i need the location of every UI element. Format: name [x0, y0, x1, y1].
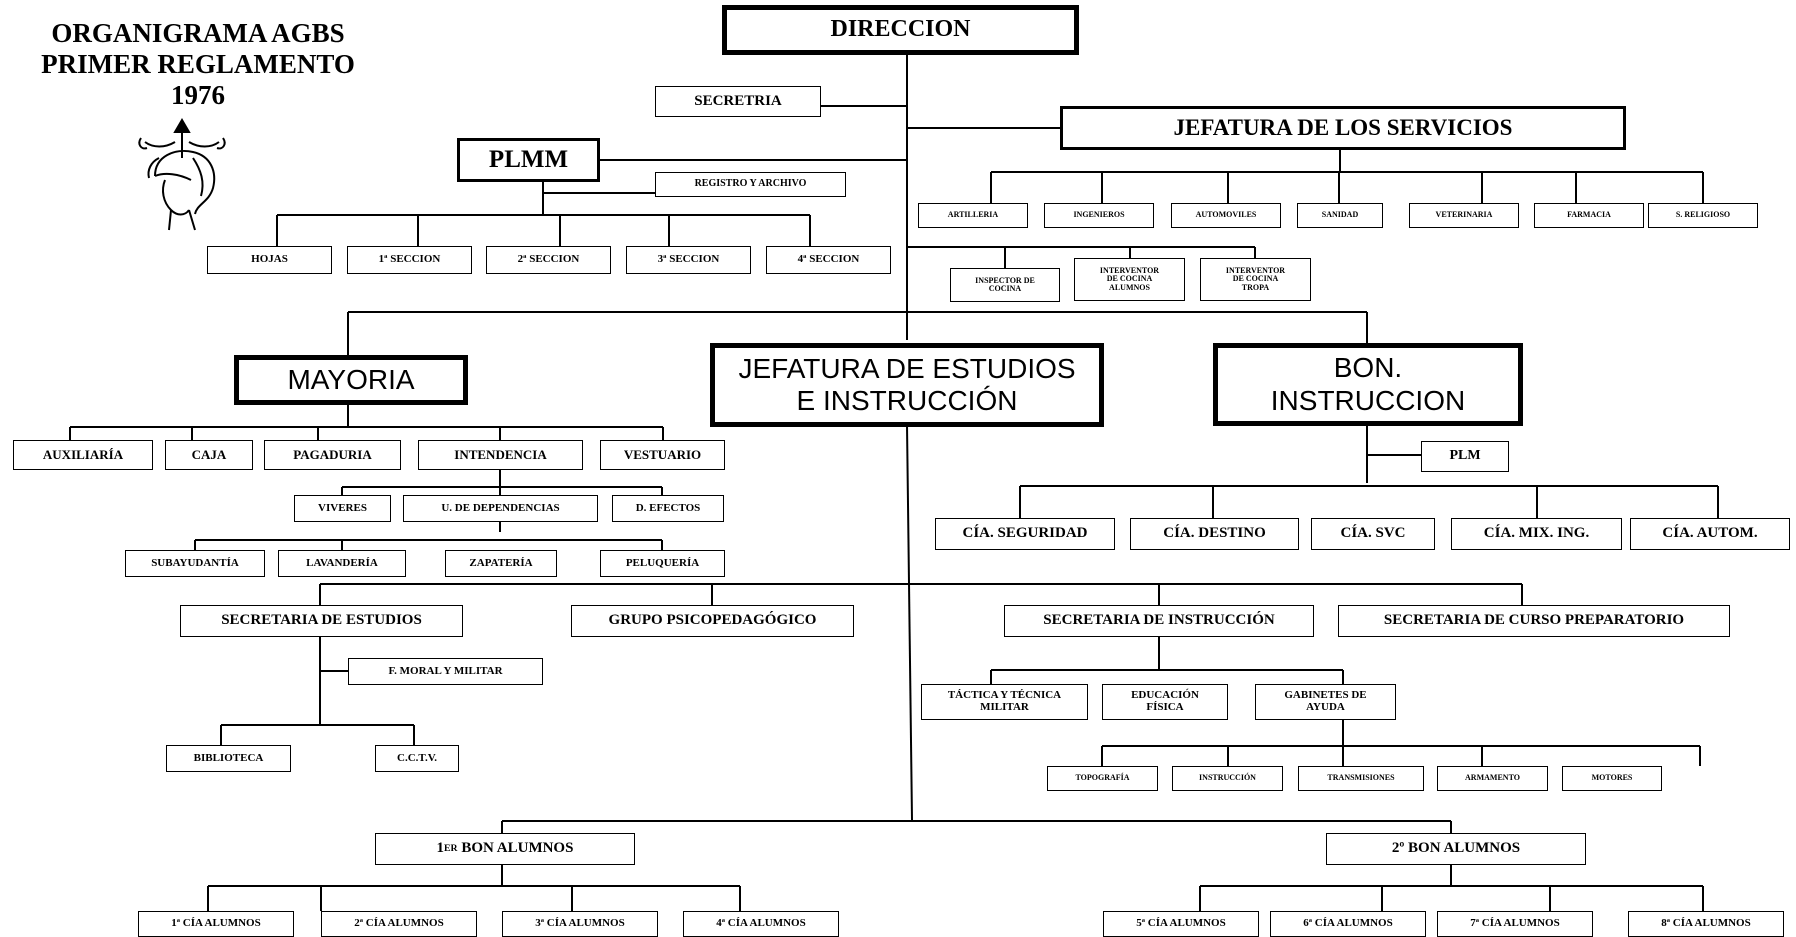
- mayoria-box: MAYORIA: [234, 355, 468, 405]
- vestuario-box: VESTUARIO: [600, 440, 725, 470]
- title-line-2: PRIMER REGLAMENTO: [41, 49, 355, 79]
- subayudantia-box: SUBAYUDANTÍA: [125, 550, 265, 577]
- seccion-4-box: 4ª SECCION: [766, 246, 891, 274]
- pagaduria-box: PAGADURIA: [264, 440, 401, 470]
- bon1-sup: ER: [444, 842, 458, 854]
- cia-alumnos-7-box: 7ª CÍA ALUMNOS: [1437, 911, 1593, 937]
- seccion-1-box: 1ª SECCION: [347, 246, 472, 274]
- cia-alumnos-4-box: 4ª CÍA ALUMNOS: [683, 911, 839, 937]
- cia-mix-ing-box: CÍA. MIX. ING.: [1451, 518, 1622, 550]
- bon1-num: 1: [436, 840, 445, 857]
- cctv-box: C.C.T.V.: [375, 745, 459, 772]
- cia-alumnos-1-box: 1ª CÍA ALUMNOS: [138, 911, 294, 937]
- cia-alumnos-5-box: 5ª CÍA ALUMNOS: [1103, 911, 1259, 937]
- seccion-2-box: 2ª SECCION: [486, 246, 611, 274]
- topografia-box: TOPOGRAFÍA: [1047, 766, 1158, 791]
- u-dependencias-box: U. DE DEPENDENCIAS: [403, 495, 598, 522]
- transmisiones-box: TRANSMISIONES: [1298, 766, 1424, 791]
- peluqueria-box: PELUQUERÍA: [600, 550, 725, 577]
- inspector-cocina-box: INSPECTOR DE COCINA: [950, 268, 1060, 302]
- cia-alumnos-3-box: 3ª CÍA ALUMNOS: [502, 911, 658, 937]
- cia-destino-box: CÍA. DESTINO: [1130, 518, 1299, 550]
- cia-alumnos-8-box: 8ª CÍA ALUMNOS: [1628, 911, 1784, 937]
- viveres-box: VIVERES: [294, 495, 391, 522]
- f-moral-militar-box: F. MORAL Y MILITAR: [348, 658, 543, 685]
- seccion-3-box: 3ª SECCION: [626, 246, 751, 274]
- plm-box: PLM: [1421, 441, 1509, 472]
- automoviles-box: AUTOMOVILES: [1171, 203, 1281, 228]
- title-line-3: 1976: [171, 80, 225, 110]
- zapateria-box: ZAPATERÍA: [445, 550, 557, 577]
- secretria-box: SECRETRIA: [655, 86, 821, 117]
- cia-seguridad-box: CÍA. SEGURIDAD: [935, 518, 1115, 550]
- bon-alumnos-2-box: 2º BON ALUMNOS: [1326, 833, 1586, 865]
- artilleria-box: ARTILLERIA: [918, 203, 1028, 228]
- ingenieros-box: INGENIEROS: [1044, 203, 1154, 228]
- intendencia-box: INTENDENCIA: [418, 440, 583, 470]
- plmm-box: PLMM: [457, 138, 600, 182]
- tactica-tecnica-militar-box: TÁCTICA Y TÉCNICA MILITAR: [921, 684, 1088, 720]
- secretaria-curso-preparatorio-box: SECRETARIA DE CURSO PREPARATORIO: [1338, 605, 1730, 637]
- cia-svc-box: CÍA. SVC: [1311, 518, 1435, 550]
- registro-archivo-box: REGISTRO Y ARCHIVO: [655, 172, 846, 197]
- bon-instruccion-box: BON. INSTRUCCION: [1213, 343, 1523, 426]
- interventor-cocina-alumnos-box: INTERVENTOR DE COCINA ALUMNOS: [1074, 258, 1185, 301]
- instruccion-box: INSTRUCCIÓN: [1172, 766, 1283, 791]
- chart-title: ORGANIGRAMA AGBS PRIMER REGLAMENTO 1976: [0, 18, 408, 111]
- biblioteca-box: BIBLIOTECA: [166, 745, 291, 772]
- cia-alumnos-2-box: 2ª CÍA ALUMNOS: [321, 911, 477, 937]
- jefatura-estudios-box: JEFATURA DE ESTUDIOS E INSTRUCCIÓN: [710, 343, 1104, 427]
- cia-alumnos-6-box: 6ª CÍA ALUMNOS: [1270, 911, 1426, 937]
- secretaria-estudios-box: SECRETARIA DE ESTUDIOS: [180, 605, 463, 637]
- armamento-box: ARMAMENTO: [1437, 766, 1548, 791]
- interventor-cocina-tropa-box: INTERVENTOR DE COCINA TROPA: [1200, 258, 1311, 301]
- sanidad-box: SANIDAD: [1297, 203, 1383, 228]
- farmacia-box: FARMACIA: [1534, 203, 1644, 228]
- bon1-rest: BON ALUMNOS: [457, 840, 574, 857]
- veterinaria-box: VETERINARIA: [1409, 203, 1519, 228]
- educacion-fisica-box: EDUCACIÓN FÍSICA: [1102, 684, 1228, 720]
- cia-autom-box: CÍA. AUTOM.: [1630, 518, 1790, 550]
- athena-helmet-emblem-icon: [138, 118, 226, 231]
- direccion-box: DIRECCION: [722, 5, 1079, 55]
- grupo-psicopedagogico-box: GRUPO PSICOPEDAGÓGICO: [571, 605, 854, 637]
- auxiliaria-box: AUXILIARÍA: [13, 440, 153, 470]
- caja-box: CAJA: [165, 440, 253, 470]
- lavanderia-box: LAVANDERÍA: [278, 550, 406, 577]
- motores-box: MOTORES: [1562, 766, 1662, 791]
- s-religioso-box: S. RELIGIOSO: [1648, 203, 1758, 228]
- jefatura-servicios-box: JEFATURA DE LOS SERVICIOS: [1060, 106, 1626, 150]
- secretaria-instruccion-box: SECRETARIA DE INSTRUCCIÓN: [1004, 605, 1314, 637]
- hojas-box: HOJAS: [207, 246, 332, 274]
- title-line-1: ORGANIGRAMA AGBS: [51, 18, 345, 48]
- gabinetes-ayuda-box: GABINETES DE AYUDA: [1255, 684, 1396, 720]
- d-efectos-box: D. EFECTOS: [612, 495, 724, 522]
